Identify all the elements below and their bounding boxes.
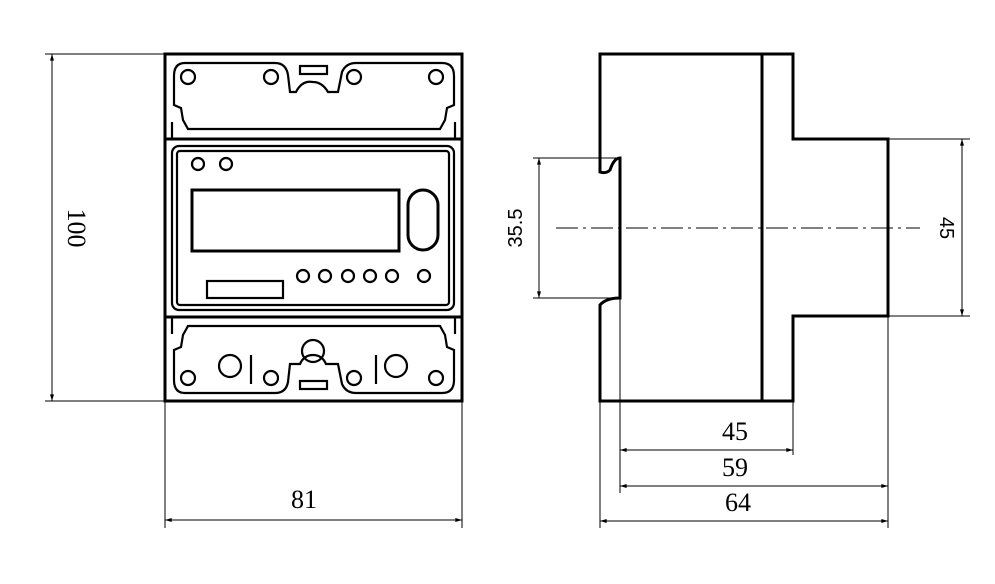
bottom-terminal-cover bbox=[172, 324, 456, 395]
bottom-terminal-hole-right bbox=[383, 353, 409, 379]
front-view: 100 81 bbox=[45, 52, 464, 528]
oval-window bbox=[406, 188, 440, 252]
height-dimension-label: 100 bbox=[62, 209, 91, 248]
bottom-screw-hole-3 bbox=[345, 369, 363, 387]
button-2 bbox=[317, 268, 333, 284]
top-release-slot bbox=[298, 64, 329, 76]
indicator-led-1 bbox=[190, 156, 206, 172]
bottom-release-slot bbox=[298, 379, 329, 391]
side-view: 35.5 45 45 59 64 bbox=[505, 52, 970, 528]
front-panel-outer bbox=[170, 144, 456, 312]
top-screw-hole-1 bbox=[179, 68, 197, 86]
top-screw-hole-2 bbox=[262, 68, 280, 86]
bottom-screw-hole-2 bbox=[262, 369, 280, 387]
height-dimension: 100 bbox=[45, 53, 165, 402]
depth-dimension-64-label: 64 bbox=[725, 488, 751, 517]
lcd-display-window bbox=[190, 188, 401, 253]
depth-dimension-59-label: 59 bbox=[722, 453, 748, 482]
top-terminal-cover bbox=[172, 61, 456, 131]
bottom-screw-hole-1 bbox=[179, 369, 197, 387]
front-panel-inner bbox=[175, 149, 451, 307]
front-outline bbox=[163, 52, 464, 403]
depth-dimensions: 45 59 64 bbox=[599, 298, 889, 528]
top-screw-hole-4 bbox=[427, 68, 445, 86]
front-height-dimension-label: 45 bbox=[935, 217, 957, 239]
width-dimension-label: 81 bbox=[291, 485, 317, 514]
button-4 bbox=[362, 268, 378, 284]
label-plate bbox=[205, 279, 285, 300]
top-screw-hole-3 bbox=[345, 68, 363, 86]
width-dimension: 81 bbox=[164, 401, 463, 528]
rail-dimension-label: 35.5 bbox=[505, 209, 527, 248]
bottom-screw-hole-4 bbox=[427, 369, 445, 387]
bottom-terminal-hole-left bbox=[217, 353, 243, 379]
rail-dimension: 35.5 bbox=[505, 157, 620, 299]
indicator-led-2 bbox=[218, 156, 234, 172]
bottom-center-knob bbox=[300, 338, 326, 364]
button-5 bbox=[384, 268, 400, 284]
depth-dimension-45-label: 45 bbox=[722, 417, 748, 446]
button-3 bbox=[340, 268, 356, 284]
button-1 bbox=[295, 268, 311, 284]
front-height-dimension: 45 bbox=[888, 138, 970, 317]
button-6 bbox=[416, 268, 432, 284]
